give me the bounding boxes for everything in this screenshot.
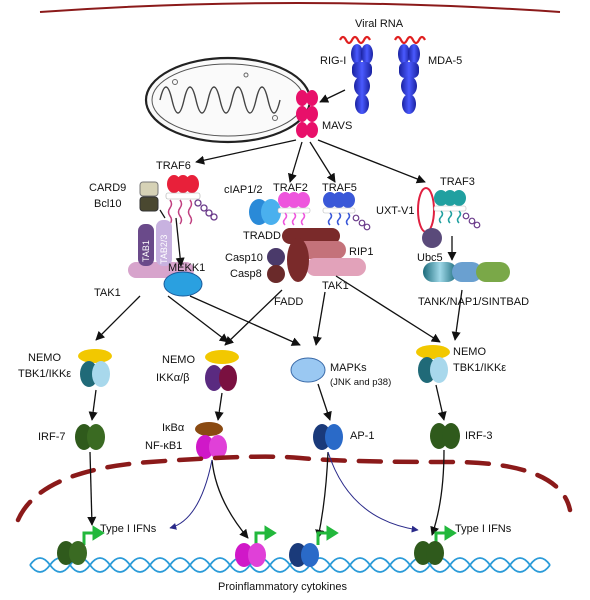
label-jnk: (JNK and p38) <box>330 377 392 388</box>
tradd-rip1-fadd-complex <box>267 228 366 283</box>
label-casp10: Casp10 <box>225 252 263 264</box>
nemo-tbk1-left <box>78 349 112 387</box>
irf3-bound <box>414 541 444 565</box>
label-tbk1-right: TBK1/IKKε <box>453 362 507 374</box>
label-traf5: TRAF5 <box>322 182 357 194</box>
traf6-protein <box>165 175 218 225</box>
label-nfkb1: NF-κB1 <box>145 440 183 452</box>
mitochondrion <box>144 56 312 144</box>
card9-bcl10 <box>139 181 159 212</box>
label-irf7: IRF-7 <box>38 431 66 443</box>
irf7-protein <box>75 424 105 450</box>
ikba-nfkb1 <box>195 422 227 459</box>
label-mda5: MDA-5 <box>428 55 463 67</box>
nuclear-membrane <box>15 454 573 523</box>
label-nemo-right: NEMO <box>453 346 486 358</box>
label-uxt: UXT-V1 <box>376 205 415 217</box>
label-ikba: IκBα <box>162 422 185 434</box>
cell-membrane <box>39 2 561 13</box>
label-traf6: TRAF6 <box>156 160 191 172</box>
ubc5-protein <box>422 228 442 248</box>
label-traf2: TRAF2 <box>273 182 308 194</box>
label-fadd: FADD <box>274 296 304 308</box>
label-nemo-left: NEMO <box>28 352 61 364</box>
label-cytokines: Proinflammatory cytokines <box>218 581 347 593</box>
tank-complex <box>423 262 510 282</box>
label-tak1-left: TAK1 <box>94 287 121 299</box>
label-irf3: IRF-3 <box>465 430 493 442</box>
label-rip1: RIP1 <box>349 246 374 258</box>
label-ubc5: Ubc5 <box>417 252 443 264</box>
label-ikk: IKKα/β <box>156 372 190 384</box>
label-card9: CARD9 <box>89 182 127 194</box>
label-ifn-right: Type I IFNs <box>455 523 512 535</box>
irf7-bound <box>57 541 87 565</box>
label-tab1: TAB1 <box>141 240 151 262</box>
label-casp8: Casp8 <box>230 268 262 280</box>
label-ap1: AP-1 <box>350 430 375 442</box>
label-tradd: TRADD <box>243 230 281 242</box>
label-tbk1-left: TBK1/IKKε <box>18 368 72 380</box>
label-tab23: TAB2/3 <box>159 234 169 264</box>
label-mapks: MAPKs <box>330 362 367 374</box>
ap1-protein <box>313 424 343 450</box>
label-mavs: MAVS <box>322 120 353 132</box>
label-tak1-mid: TAK1 <box>322 280 349 292</box>
dna-strands <box>29 557 551 573</box>
ap1-bound <box>289 543 319 567</box>
rig-i-receptor <box>351 44 373 114</box>
label-nemo-mid: NEMO <box>162 354 195 366</box>
traf2-protein <box>277 192 311 226</box>
label-rig-i: RIG-I <box>320 55 347 67</box>
label-ifn-left: Type I IFNs <box>100 523 157 535</box>
traf3-protein <box>433 190 481 229</box>
nemo-ikk-mid <box>205 350 239 391</box>
irf3-protein <box>430 423 460 449</box>
traf5-protein <box>322 192 371 231</box>
label-bcl10: Bcl10 <box>94 198 122 210</box>
promoter-arrows <box>82 525 457 545</box>
ciap-protein <box>249 199 281 225</box>
label-ciap: cIAP1/2 <box>224 184 263 196</box>
nemo-tbk1-right <box>416 345 450 383</box>
label-viral-rna: Viral RNA <box>355 18 404 30</box>
nfkb1-bound <box>235 543 266 567</box>
mda5-receptor <box>398 44 420 114</box>
viral-rna <box>339 35 426 45</box>
uxt-v1-protein <box>417 187 435 233</box>
mapks-protein <box>290 357 326 383</box>
label-traf3: TRAF3 <box>440 176 475 188</box>
label-tank: TANK/NAP1/SINTBAD <box>418 296 530 308</box>
label-mekk1: MEKK1 <box>168 262 206 274</box>
mavs-protein <box>296 90 318 138</box>
